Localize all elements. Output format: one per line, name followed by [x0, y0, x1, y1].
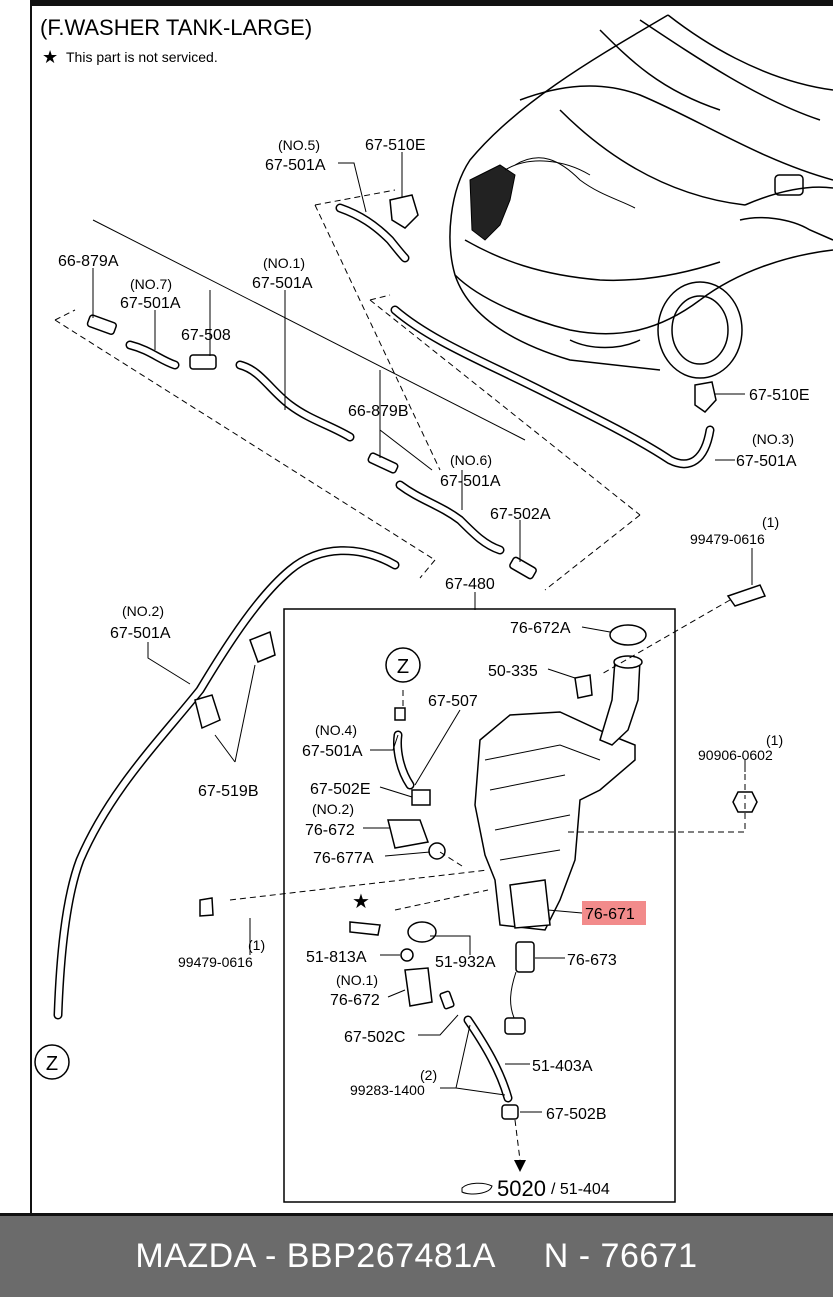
z-marker-top-circle: [385, 647, 421, 683]
z-marker-bottom-circle: [34, 1044, 70, 1080]
label-76-673: 76-673: [567, 952, 617, 969]
label-76-671: 76-671: [585, 906, 635, 923]
label-no2-left: (NO.2): [122, 603, 164, 619]
label-no2-tank: (NO.2): [312, 801, 354, 817]
footer-bar: MAZDA - BBP267481A N - 76671: [0, 1213, 833, 1297]
top-border: [30, 0, 833, 6]
not-serviced-star-marker: ★: [352, 891, 370, 913]
highlight-76671: [582, 901, 646, 925]
label-66-879B: 66-879B: [348, 403, 409, 420]
part-labels: (NO.5) 67-501A 67-510E 66-879A (NO.7) 67…: [58, 137, 810, 1201]
left-border: [30, 0, 32, 1213]
label-no1-tank: (NO.1): [336, 972, 378, 988]
label-no7: (NO.7): [130, 276, 172, 292]
label-51-403A: 51-403A: [532, 1058, 593, 1075]
z-marker-top: Z: [397, 656, 409, 678]
label-67-519B: 67-519B: [198, 783, 259, 800]
label-qty-1b: (1): [766, 732, 783, 748]
label-51-813A: 51-813A: [306, 949, 367, 966]
label-no6: (NO.6): [450, 452, 492, 468]
label-51-932A: 51-932A: [435, 954, 496, 971]
label-67-501A-no1: 67-501A: [252, 275, 313, 292]
label-67-502E: 67-502E: [310, 781, 371, 798]
label-76-672-no2: 76-672: [305, 822, 355, 839]
label-qty-1c: (1): [248, 937, 265, 953]
label-67-502A: 67-502A: [490, 506, 551, 523]
z-marker-bottom: Z: [46, 1053, 58, 1075]
label-67-501A-no6: 67-501A: [440, 473, 501, 490]
washer-tank: [199, 584, 767, 1172]
upper-hose-group: [53, 189, 717, 1020]
label-66-879A: 66-879A: [58, 253, 119, 270]
label-76-672A: 76-672A: [510, 620, 571, 637]
label-76-677A: 76-677A: [313, 850, 374, 867]
not-serviced-note: This part is not serviced.: [66, 49, 218, 65]
label-67-480: 67-480: [445, 576, 495, 593]
label-no3: (NO.3): [752, 431, 794, 447]
label-67-510E-top: 67-510E: [365, 137, 426, 154]
label-67-502C: 67-502C: [344, 1029, 405, 1046]
label-67-501A-no2: 67-501A: [110, 625, 171, 642]
parts-diagram: (F.WASHER TANK-LARGE) ★ This part is not…: [34, 14, 833, 1203]
diagram-title: (F.WASHER TANK-LARGE): [40, 15, 312, 40]
label-76-672-no1: 76-672: [330, 992, 380, 1009]
label-99479-0616-left: 99479-0616: [178, 954, 253, 970]
tank-assembly-box: [283, 608, 676, 1203]
label-67-508: 67-508: [181, 327, 231, 344]
label-qty-1a: (1): [762, 514, 779, 530]
car-illustration: [449, 14, 833, 379]
label-99283-1400: 99283-1400: [350, 1082, 425, 1098]
footer-part-number: MAZDA - BBP267481A N - 76671: [135, 1237, 698, 1275]
leader-lines-tank: [229, 548, 753, 1113]
label-67-501A-no5: 67-501A: [265, 157, 326, 174]
label-50-335: 50-335: [488, 663, 538, 680]
label-no1-top: (NO.1): [263, 255, 305, 271]
label-67-501A-no4: 67-501A: [302, 743, 363, 760]
label-67-501A-no3: 67-501A: [736, 453, 797, 470]
label-ref-5020: 5020: [497, 1176, 546, 1201]
label-67-501A-no7: 67-501A: [120, 295, 181, 312]
label-no5: (NO.5): [278, 137, 320, 153]
label-67-510E-right: 67-510E: [749, 387, 810, 404]
label-qty-2: (2): [420, 1067, 437, 1083]
label-67-502B: 67-502B: [546, 1106, 607, 1123]
label-no4: (NO.4): [315, 722, 357, 738]
leader-lines-upper: [92, 152, 745, 763]
label-99479-0616-right: 99479-0616: [690, 531, 765, 547]
label-67-507: 67-507: [428, 693, 478, 710]
label-ref-51-404: / 51-404: [551, 1181, 610, 1198]
label-90906-0602: 90906-0602: [698, 747, 773, 763]
not-serviced-star: ★: [42, 47, 58, 67]
